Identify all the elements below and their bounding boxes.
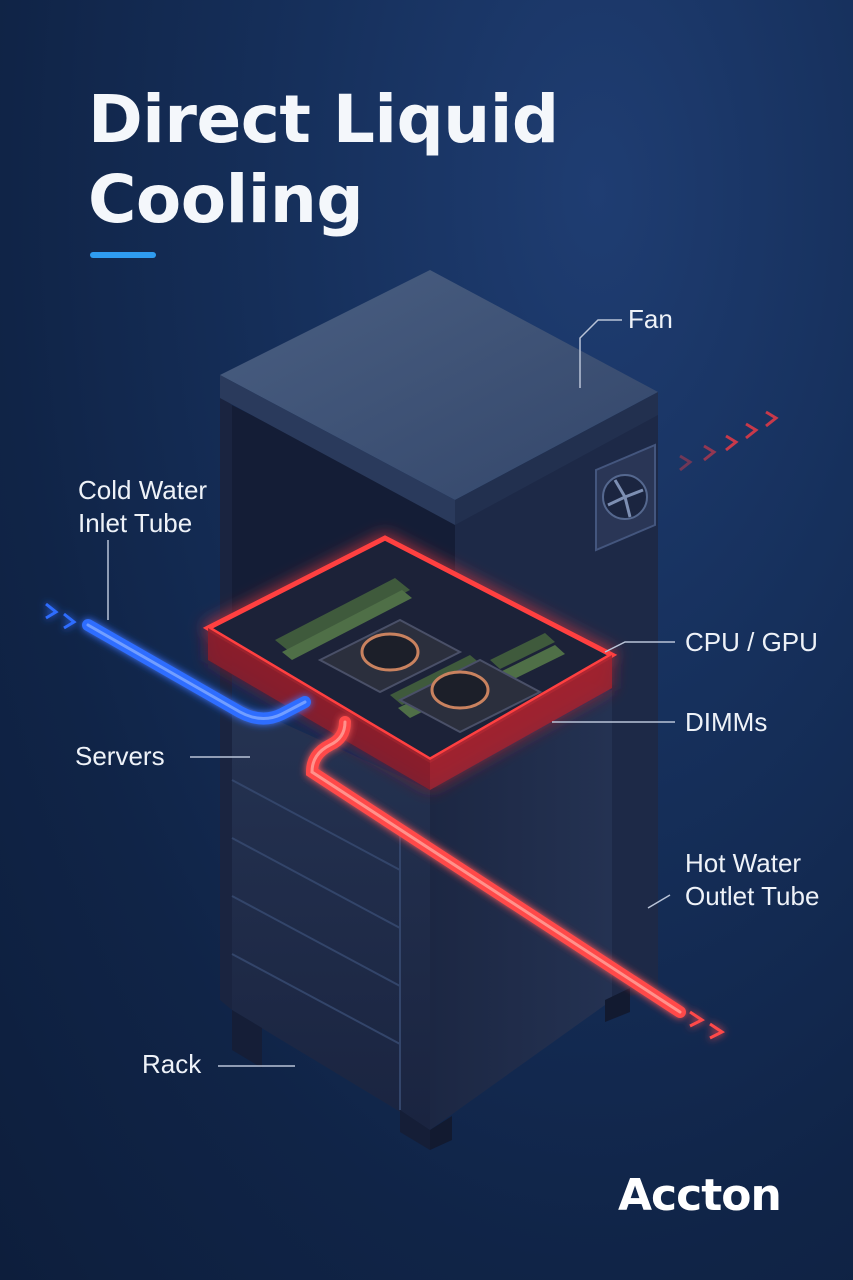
cpu-gpu-coldplates	[317, 618, 543, 734]
label-cpu-gpu: CPU / GPU	[685, 627, 818, 657]
label-cold-water-line2: Inlet Tube	[78, 508, 193, 538]
cold-water-tube	[45, 602, 311, 725]
label-hot-water-line2: Outlet Tube	[685, 881, 820, 911]
label-fan: Fan	[628, 304, 673, 334]
hot-water-tube	[305, 716, 725, 1040]
leader-lines	[107, 319, 675, 1067]
label-dimms: DIMMs	[685, 707, 768, 737]
arrow-chevron-icon	[679, 410, 779, 472]
fan-icon	[595, 443, 656, 552]
label-servers: Servers	[75, 741, 165, 771]
page-title-line2: Cooling	[88, 161, 364, 238]
page-title-line1: Direct Liquid	[88, 81, 559, 158]
label-cold-water-line1: Cold Water	[78, 475, 208, 505]
page-title: Direct Liquid Cooling	[88, 80, 648, 240]
label-hot-water: Hot Water Outlet Tube	[685, 847, 819, 913]
server-drawers	[231, 779, 401, 1110]
label-rack: Rack	[142, 1049, 202, 1079]
label-cold-water: Cold Water Inlet Tube	[78, 474, 207, 540]
label-hot-water-line1: Hot Water	[685, 848, 802, 878]
rack-lid	[220, 270, 658, 500]
title-accent-bar	[90, 252, 156, 258]
brand-logo: Accton	[618, 1170, 782, 1221]
